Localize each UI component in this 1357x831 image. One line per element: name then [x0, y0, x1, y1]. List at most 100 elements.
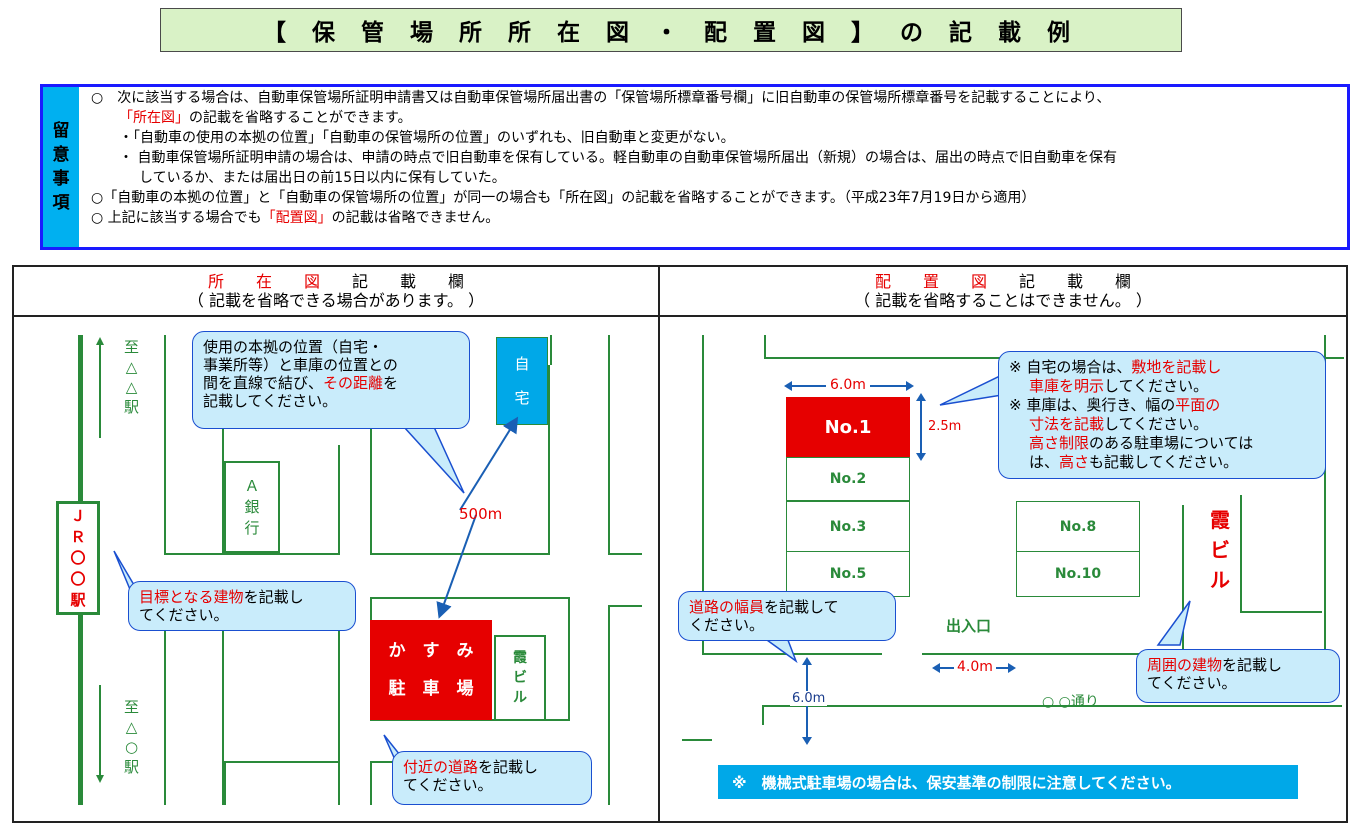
red-text: 寸法を記載 — [1029, 415, 1105, 433]
road-edge — [608, 605, 610, 805]
callout-text: ください。 — [689, 616, 765, 634]
text: してください。 — [1104, 377, 1209, 395]
road-edge — [370, 553, 550, 555]
note-line-2: 「所在図」の記載を省略することができます。 — [83, 108, 1343, 128]
note-red-text: 「所在図」 — [119, 110, 189, 126]
kasumi-building: 霞ビル — [1200, 505, 1240, 655]
header-red-text: 所 在 図 — [207, 272, 320, 291]
parking-slot-no1: No.1 — [786, 397, 910, 457]
callout-text: 車庫を明示してください。 — [1009, 377, 1315, 396]
callout-nearby-road: 付近の道路を記載し てください。 — [392, 751, 592, 805]
parking-name: か す み — [388, 641, 474, 661]
text: 間を直線で結び、 — [203, 374, 324, 392]
callout-text: 目標となる建物を記載し — [139, 588, 345, 606]
char: 宅 — [514, 389, 530, 407]
callout-text: 記載してください。 — [203, 392, 338, 410]
page-title: 【 保 管 場 所 所 在 図 ・ 配 置 図 】 の 記 載 例 — [160, 8, 1182, 52]
note-line-4: ・ 自動車保管場所証明申請の場合は、申請の時点で旧自動車を保有している。軽自動車… — [119, 150, 1118, 166]
road-edge — [608, 605, 642, 607]
note-text: の記載を省略することができます。 — [189, 110, 412, 126]
text: は、 — [1029, 453, 1060, 471]
layout-map-canvas: 霞ビル 6.0m 2.5m No.1 No.2 No.3 No.5 No.8 N… — [660, 315, 1346, 821]
parking-slot: No.10 — [1016, 551, 1140, 597]
callout-text: 高さ制限のある駐車場については — [1009, 434, 1315, 453]
char: 霞 — [1210, 508, 1230, 532]
header-text: 記 載 欄 — [987, 272, 1132, 291]
road-edge — [370, 761, 400, 763]
direction-line — [99, 343, 101, 438]
layout-map-header: 配 置 図 記 載 欄 （ 記載を省略することはできません。 ） — [660, 267, 1346, 317]
char: 〇 — [70, 548, 86, 567]
road-edge — [164, 335, 166, 555]
char: Ｊ — [70, 506, 86, 525]
road-edge — [164, 605, 166, 805]
kasumi-parking: か す み 駐 車 場 — [370, 620, 492, 720]
entrance-label: 出入口 — [946, 617, 992, 635]
char: 〇 — [70, 569, 86, 588]
char: ル — [1210, 568, 1230, 592]
red-text: 高さ — [1059, 453, 1090, 471]
location-map-panel: 所 在 図 記 載 欄 （ 記載を省略できる場合があります。 ） 至△△駅 至△… — [12, 265, 660, 823]
road-edge — [762, 705, 764, 725]
char: 銀 — [244, 497, 260, 516]
site-edge — [922, 653, 1192, 655]
road-edge — [608, 335, 610, 555]
callout-text: 事業所等）と車庫の位置との — [203, 356, 398, 374]
callout-text: 付近の道路を記載し — [403, 758, 581, 776]
callout-text: てください。 — [403, 776, 493, 794]
location-map-title: 所 在 図 記 載 欄 — [14, 267, 658, 291]
text: ※ 車庫は、奥行き、幅の — [1009, 396, 1176, 414]
home-building: 自宅 — [496, 337, 548, 425]
red-text: 周囲の建物 — [1147, 656, 1223, 674]
direction-top-label: 至△△駅 — [124, 337, 139, 417]
callout-text: ※ 車庫は、奥行き、幅の平面の — [1009, 396, 1315, 415]
direction-line — [99, 685, 101, 777]
depth-dimension-line — [920, 397, 922, 457]
site-edge — [1240, 495, 1242, 613]
arrow-up-icon — [96, 337, 104, 345]
callout-home-garage: ※ 自宅の場合は、敷地を記載し 車庫を明示してください。 ※ 車庫は、奥行き、幅… — [998, 351, 1326, 479]
note-text: ○ 上記に該当する場合でも — [91, 210, 262, 226]
road-edge — [338, 605, 340, 805]
notes-body: ○ 次に該当する場合は、自動車保管場所証明申請書又は自動車保管場所届出書の「保管… — [83, 88, 1343, 228]
road-edge — [164, 553, 340, 555]
parking-slot: No.2 — [786, 457, 910, 501]
red-text: 平面の — [1175, 396, 1221, 414]
note-line-5: しているか、または届出日の前15日以内に保有していた。 — [139, 170, 506, 186]
char: ビ — [1210, 538, 1230, 562]
arrow-left-icon — [784, 381, 792, 391]
note-line-6: ○「自動車の本拠の位置」と「自動車の保管場所の位置」が同一の場合も「所在図」の記… — [91, 190, 1036, 206]
callout-text: は、高さも記載してください。 — [1009, 453, 1315, 472]
location-map-subtitle: （ 記載を省略できる場合があります。 ） — [187, 291, 485, 310]
layout-map-panel: 配 置 図 記 載 欄 （ 記載を省略することはできません。 ） 霞ビル 6.0… — [658, 265, 1348, 823]
callout-text: 道路の幅員を記載して — [689, 598, 885, 616]
notes-box: 留 意 事 項 ○ 次に該当する場合は、自動車保管場所証明申請書又は自動車保管場… — [40, 84, 1350, 250]
text: してください。 — [1104, 415, 1209, 433]
road-edge — [370, 335, 372, 555]
note-line-1: ○ 次に該当する場合は、自動車保管場所証明申請書又は自動車保管場所届出書の「保管… — [91, 90, 1111, 106]
text: ※ 自宅の場合は、 — [1009, 358, 1132, 376]
width-dimension-label: 6.0m — [826, 377, 870, 393]
text: も記載してください。 — [1089, 453, 1239, 471]
char: 駅 — [70, 590, 86, 609]
char: Ｒ — [70, 527, 86, 546]
red-text: 敷地を記載し — [1131, 358, 1222, 376]
header-red-text: 配 置 図 — [874, 272, 987, 291]
layout-map-title: 配 置 図 記 載 欄 — [660, 267, 1346, 291]
char: 至 — [124, 698, 140, 716]
road-edge — [608, 553, 642, 555]
arrow-right-icon — [1008, 663, 1016, 673]
char: Ａ — [244, 476, 260, 495]
notes-side-char: 留 — [52, 121, 70, 141]
callout-text: 寸法を記載してください。 — [1009, 415, 1315, 434]
kasumi-building: 霞ビル — [494, 635, 546, 721]
distance-label: 500m — [459, 505, 503, 523]
char: 駅 — [124, 758, 140, 776]
note-line-3: ・「自動車の使用の本拠の位置」「自動車の保管場所の位置」のいずれも、旧自動車と変… — [119, 130, 735, 146]
callout-landmark: 目標となる建物を記載し てください。 — [128, 581, 356, 631]
road-edge — [682, 739, 712, 741]
callout-distance: 使用の本拠の位置（自宅・ 事業所等）と車庫の位置との 間を直線で結び、その距離を… — [192, 331, 470, 429]
